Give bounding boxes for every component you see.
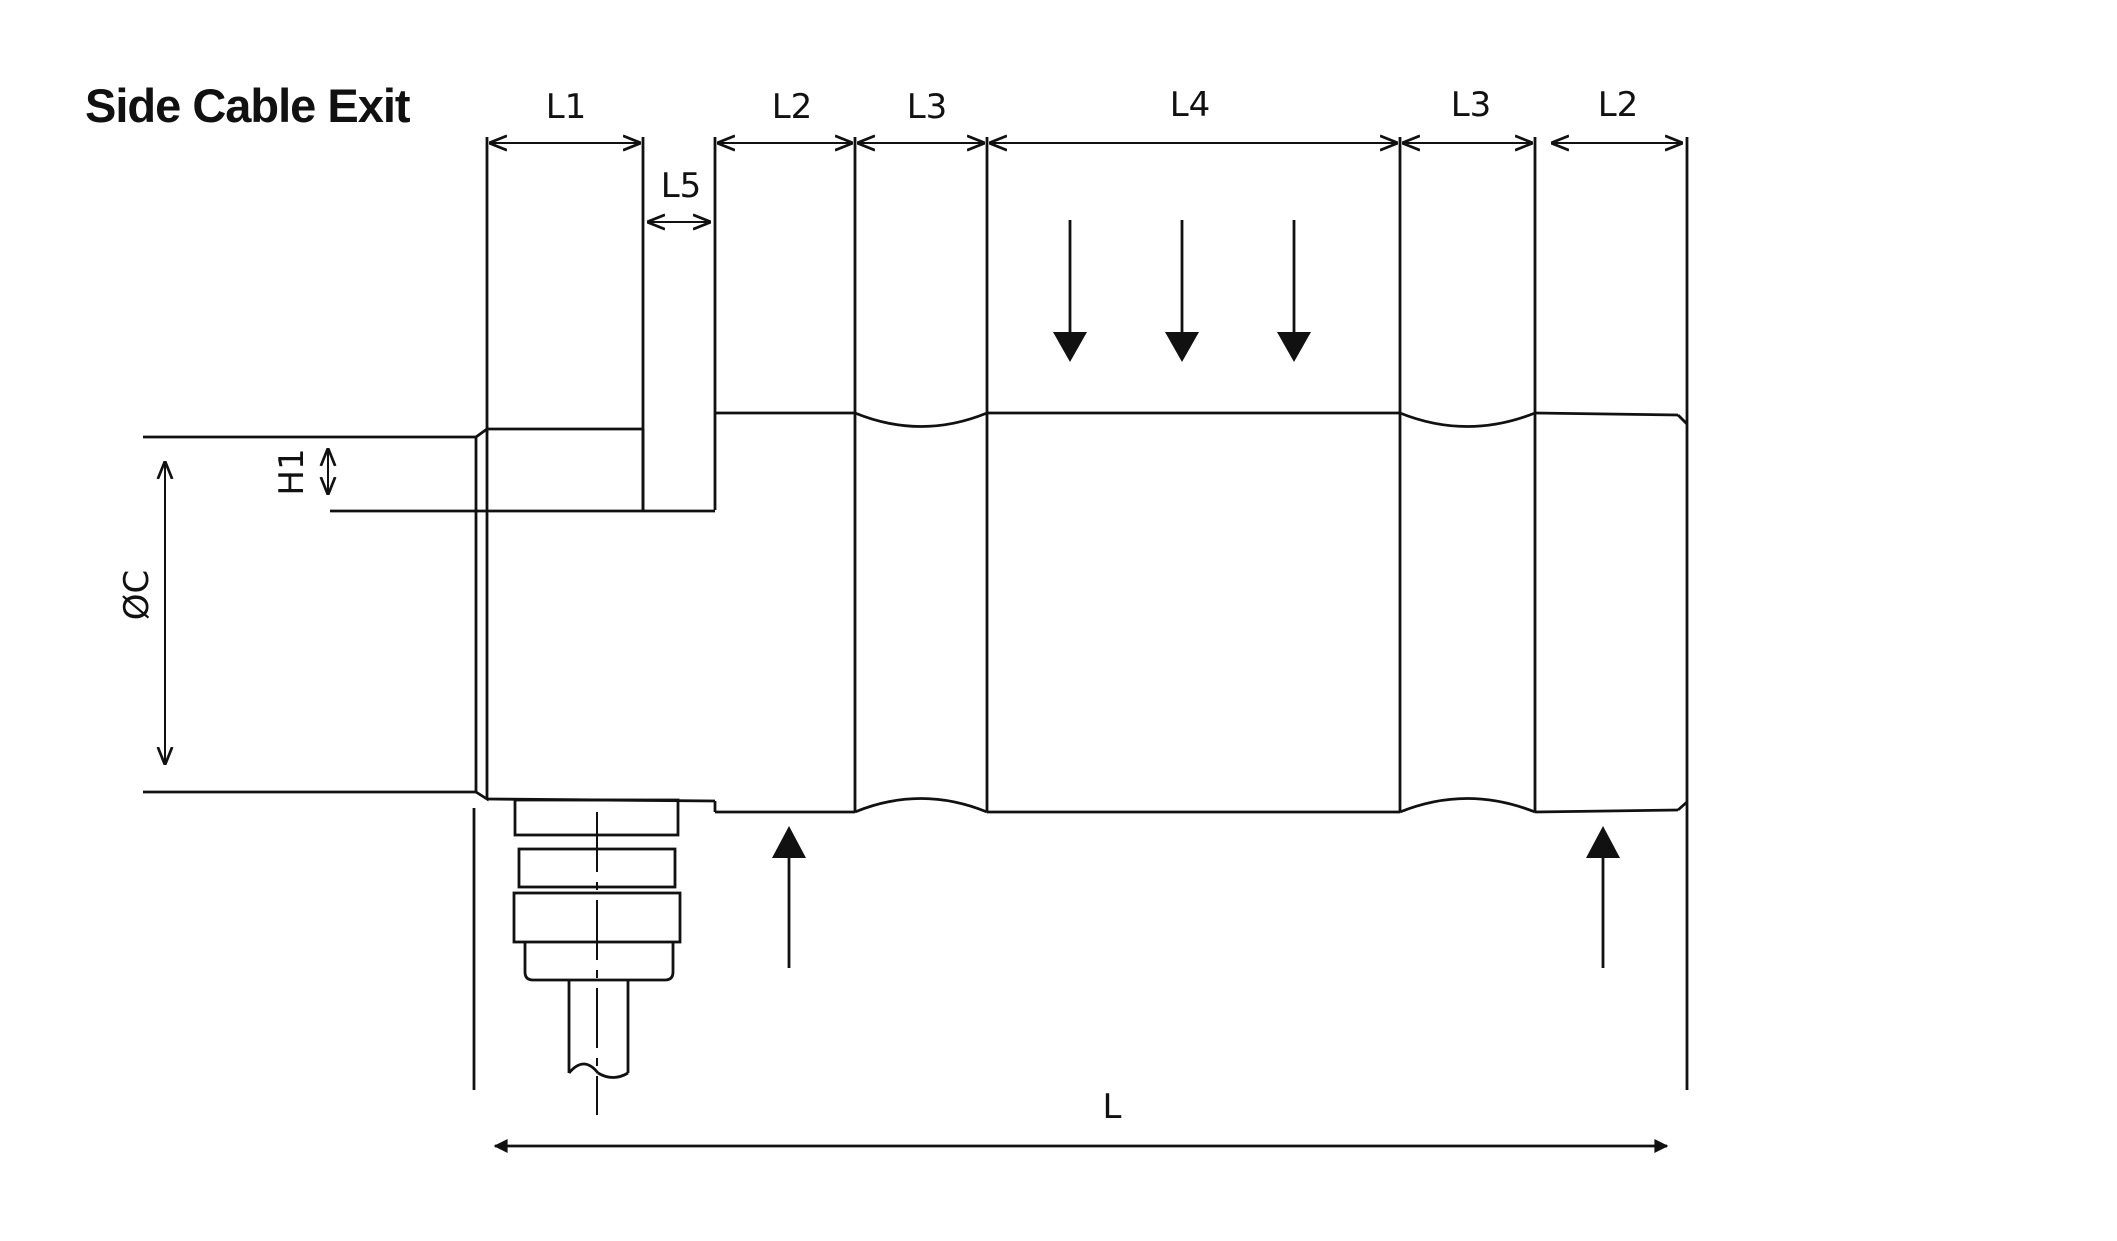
label-l2-left: L2 bbox=[772, 87, 813, 127]
label-l3-left: L3 bbox=[907, 87, 948, 127]
label-overall-length: L bbox=[1103, 1087, 1122, 1127]
diagram-title: Side Cable Exit bbox=[85, 79, 411, 132]
label-l2-right: L2 bbox=[1598, 85, 1639, 125]
top-dimensions bbox=[489, 143, 1683, 222]
side-dimensions bbox=[165, 448, 328, 765]
extension-lines bbox=[472, 137, 1689, 1090]
label-l1: L1 bbox=[546, 87, 587, 127]
pin-body bbox=[143, 411, 1688, 814]
label-h1: H1 bbox=[272, 448, 312, 495]
label-l4: L4 bbox=[1170, 85, 1211, 125]
load-arrows-up bbox=[772, 826, 1620, 968]
label-l3-right: L3 bbox=[1451, 85, 1492, 125]
cable-gland bbox=[512, 798, 682, 1115]
label-l5: L5 bbox=[661, 166, 702, 206]
load-arrows-down bbox=[1053, 220, 1311, 362]
label-diameter: ØC bbox=[117, 570, 157, 621]
